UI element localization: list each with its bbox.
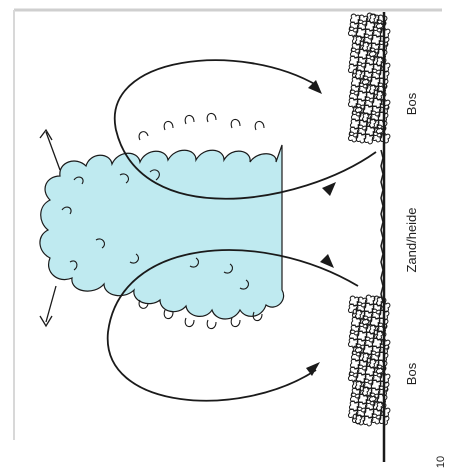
cloud-body	[40, 145, 284, 319]
label-forest-top: Bos	[404, 92, 419, 115]
page-number: 10	[435, 456, 447, 468]
label-forest-bottom: Bos	[404, 362, 419, 385]
arrowheads	[306, 80, 336, 376]
arrowhead-bottom-ground	[320, 254, 334, 268]
label-sand-heath: Zand/heide	[404, 207, 419, 272]
rising-air-cloud	[40, 113, 284, 328]
ground-texture	[381, 150, 383, 302]
arrowhead-top-ground	[322, 182, 336, 196]
